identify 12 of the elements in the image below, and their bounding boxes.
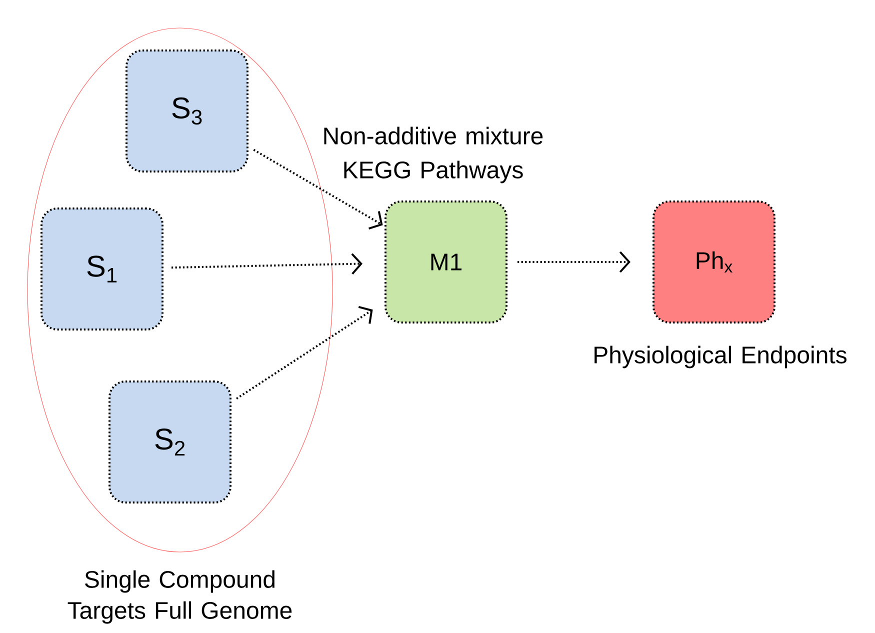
endpoint-box: Ph$_{x}$ (652, 200, 776, 324)
arrow (236, 306, 373, 400)
arrow (171, 253, 363, 275)
compound-box: S$_{3}$ (126, 50, 248, 172)
node-label: Single Compound Targets Full Genome (68, 570, 292, 624)
arrow (518, 251, 630, 273)
compound-box: S$_{2}$ (108, 380, 232, 504)
compound-box: S$_{1}$ (40, 208, 164, 330)
node-caption: Non-additive mixture KEGG Pathways (324, 126, 543, 184)
arrow (253, 148, 383, 230)
mixture-box: M1 (384, 200, 508, 324)
node-caption: Physiological Endpoints (594, 346, 846, 368)
